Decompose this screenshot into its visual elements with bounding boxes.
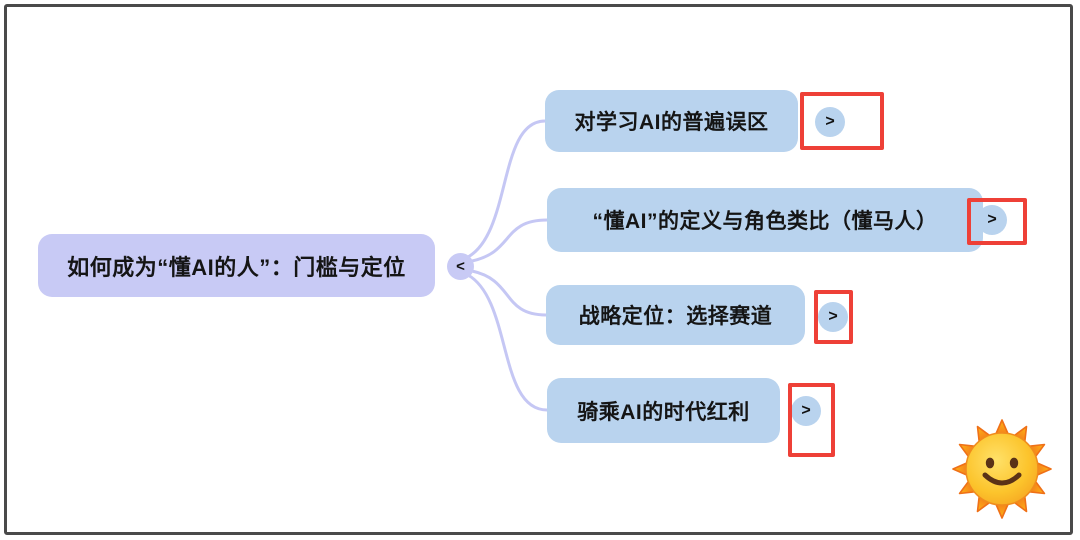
child-node-label: 战略定位：选择赛道 xyxy=(578,305,773,328)
expand-chevron-icon: > xyxy=(825,113,835,130)
expand-chevron-icon: > xyxy=(801,402,811,419)
sun-face xyxy=(965,432,1039,506)
child-node-misconceptions[interactable]: 对学习AI的普遍误区 xyxy=(545,90,798,152)
collapse-button[interactable]: < xyxy=(447,253,474,280)
child-node-definition[interactable]: “懂AI”的定义与角色类比（懂马人） xyxy=(547,188,983,252)
expand-chevron-icon: > xyxy=(828,308,838,325)
expand-button-misconceptions[interactable]: > xyxy=(815,107,845,137)
expand-button-definition[interactable]: > xyxy=(977,205,1007,235)
expand-button-strategy[interactable]: > xyxy=(818,302,848,332)
branch-connector xyxy=(470,218,549,263)
child-node-label: 骑乘AI的时代红利 xyxy=(577,400,750,424)
sun-with-face-emoji xyxy=(952,419,1052,519)
collapse-chevron-icon: < xyxy=(456,258,465,275)
expand-button-dividend[interactable]: > xyxy=(791,396,821,426)
child-node-dividend[interactable]: 骑乘AI的时代红利 xyxy=(547,378,780,443)
sun-smile xyxy=(982,472,1022,486)
sun-eye-left xyxy=(985,457,995,469)
child-node-label: “懂AI”的定义与角色类比（懂马人） xyxy=(592,210,938,233)
root-node[interactable]: 如何成为“懂AI的人”：门槛与定位 xyxy=(38,234,435,297)
root-node-label: 如何成为“懂AI的人”：门槛与定位 xyxy=(67,254,406,280)
expand-chevron-icon: > xyxy=(987,211,997,228)
branch-connector xyxy=(470,269,548,317)
sun-eye-right xyxy=(1009,457,1019,469)
child-node-strategy[interactable]: 战略定位：选择赛道 xyxy=(546,285,805,345)
child-node-label: 对学习AI的普遍误区 xyxy=(574,111,769,134)
branch-connector xyxy=(466,119,547,259)
branch-connector xyxy=(466,273,549,412)
